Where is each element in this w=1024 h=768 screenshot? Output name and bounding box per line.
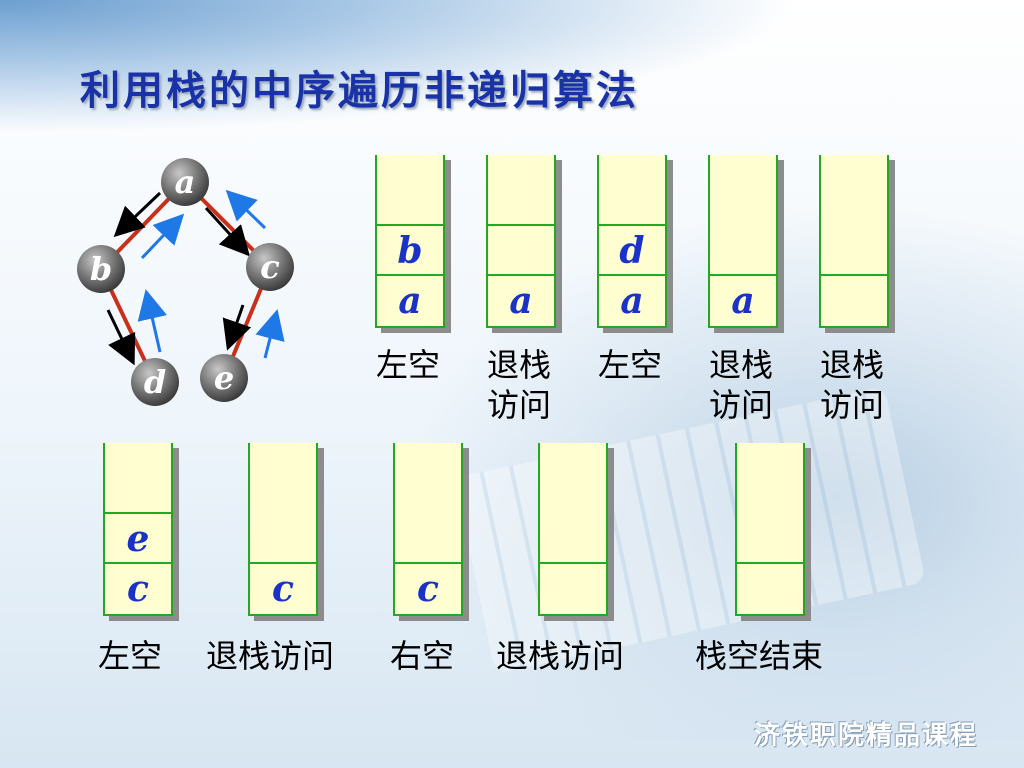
arrow-up-b-a [140, 213, 185, 260]
stack-bottom-3: c [393, 443, 463, 616]
stack-top-3: a d [597, 155, 667, 328]
caption-top-5: 退栈访问 [819, 346, 884, 424]
slide-title: 利用栈的中序遍历非递归算法 [80, 68, 639, 114]
tree-node-c: c [246, 243, 294, 291]
stack-slot: c [105, 562, 171, 614]
stack-slot: d [599, 224, 665, 276]
caption-top-1: 左空 [375, 346, 440, 384]
caption-bottom-1: 左空 [98, 637, 163, 675]
stack-slot: a [377, 274, 443, 326]
stack-slot: e [105, 512, 171, 564]
svg-text:c: c [260, 248, 279, 286]
tree-node-b: b [77, 245, 125, 293]
stack-slot [540, 562, 606, 614]
svg-text:d: d [144, 363, 166, 401]
stack-slot [821, 274, 887, 326]
caption-bottom-2: 退栈访问 [206, 637, 335, 675]
arrow-down-c-e [222, 304, 252, 351]
caption-bottom-3: 右空 [390, 637, 455, 675]
caption-top-3: 左空 [597, 346, 662, 384]
stack-top-5 [819, 155, 889, 328]
arrow-down-b-d [106, 309, 136, 366]
arrow-down-a-c [204, 206, 251, 257]
tree-node-a: a [161, 158, 209, 206]
stack-slot: a [599, 274, 665, 326]
caption-bottom-4: 退栈访问 [496, 637, 625, 675]
stack-bottom-5 [735, 443, 805, 616]
stack-top-4: a [708, 155, 778, 328]
caption-top-4: 退栈访问 [708, 346, 773, 424]
stack-top-2: a [486, 155, 556, 328]
stack-slot [737, 562, 803, 614]
arrow-down-a-b [113, 191, 162, 238]
arrow-up-c-a [225, 189, 267, 230]
stack-slot: c [250, 562, 316, 614]
brand-watermark: 济铁职院精品课程 [754, 721, 979, 751]
svg-text:e: e [214, 359, 234, 397]
stack-slot: a [488, 274, 554, 326]
arrow-up-e-c [255, 309, 285, 359]
stack-top-1: a b [375, 155, 445, 328]
stack-bottom-4 [538, 443, 608, 616]
svg-text:a: a [175, 163, 196, 201]
caption-bottom-5: 栈空结束 [695, 637, 824, 675]
stack-slot: b [377, 224, 443, 276]
stack-slot: a [710, 274, 776, 326]
tree-node-d: d [131, 358, 179, 406]
stack-slot [488, 224, 554, 276]
background-top-glow [0, 0, 1024, 170]
stack-slot: c [395, 562, 461, 614]
stack-bottom-1: c e [103, 443, 173, 616]
svg-text:b: b [90, 250, 112, 288]
caption-top-2: 退栈访问 [486, 346, 551, 424]
arrow-up-d-b [137, 289, 167, 353]
tree-node-e: e [200, 354, 248, 402]
stack-bottom-2: c [248, 443, 318, 616]
